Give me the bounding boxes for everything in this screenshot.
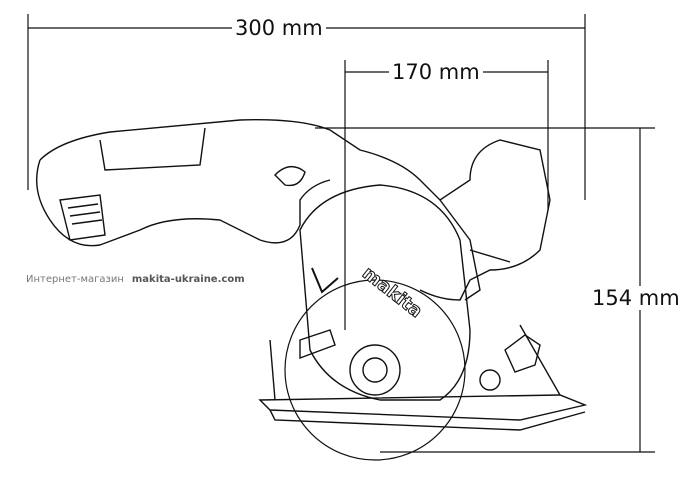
length-dimension-label: 300 mm xyxy=(232,16,326,40)
blade-offset-dimension-label: 170 mm xyxy=(389,60,483,84)
height-dimension-label: 154 mm xyxy=(592,286,680,310)
dimension-lines xyxy=(27,14,655,453)
saw-body xyxy=(35,119,551,301)
blade-guard xyxy=(284,184,471,461)
watermark-prefix: Интернет-магазин xyxy=(26,274,124,285)
watermark-site: makita-ukraine.com xyxy=(131,274,245,285)
base-plate xyxy=(258,324,588,431)
brand-logo: makita xyxy=(358,263,426,323)
watermark: Интернет-магазин makita-ukraine.com xyxy=(26,274,245,285)
